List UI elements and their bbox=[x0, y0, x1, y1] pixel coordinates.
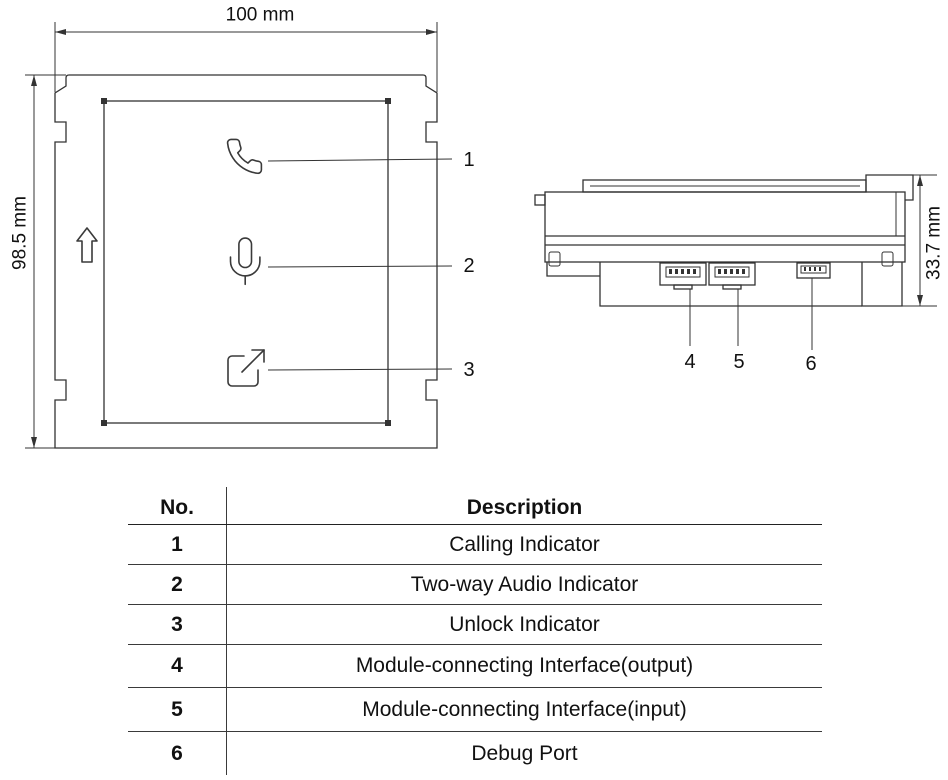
connector-pin bbox=[736, 269, 739, 274]
microphone-icon bbox=[231, 238, 260, 284]
row-description: Calling Indicator bbox=[449, 532, 600, 556]
header-no: No. bbox=[128, 487, 227, 524]
connector-socket bbox=[800, 265, 827, 274]
row-description: Module-connecting Interface(input) bbox=[362, 697, 687, 721]
header-description: Description bbox=[466, 495, 583, 519]
table-row: 6 Debug Port bbox=[128, 732, 822, 775]
unlock-icon-box bbox=[228, 356, 258, 386]
connector-pin bbox=[693, 269, 696, 274]
front-view-outline bbox=[54, 74, 438, 449]
panel-corner-mark bbox=[101, 98, 107, 104]
side-left-tab bbox=[534, 194, 546, 206]
table-row: 4 Module-connecting Interface(output) bbox=[128, 645, 822, 688]
connector-board bbox=[599, 262, 862, 307]
callout-leader-line bbox=[267, 265, 453, 268]
phone-icon-shape bbox=[228, 139, 262, 173]
width-dimension: 100 mm bbox=[54, 5, 438, 92]
callout-leader-line bbox=[267, 158, 453, 162]
row-number: 2 bbox=[128, 565, 227, 604]
dimension-arrow bbox=[55, 29, 66, 35]
connector-pin bbox=[724, 269, 727, 274]
connector-pin bbox=[669, 269, 672, 274]
panel-corner-mark bbox=[385, 98, 391, 104]
microphone-capsule bbox=[239, 238, 252, 267]
dimension-arrow bbox=[917, 295, 923, 306]
dimension-arrow bbox=[917, 175, 923, 186]
connector-pin bbox=[814, 267, 816, 271]
connector-pin bbox=[804, 267, 806, 271]
side-view: 4 5 6 33.7 mm bbox=[534, 174, 945, 375]
row-number: 4 bbox=[128, 645, 227, 687]
description-table: No. Description 1 Calling Indicator 2 Tw… bbox=[128, 487, 822, 775]
side-left-clip bbox=[548, 251, 561, 267]
connector-housing bbox=[796, 262, 831, 279]
connector-pin bbox=[819, 267, 821, 271]
table-row: 1 Calling Indicator bbox=[128, 525, 822, 565]
table-row: 3 Unlock Indicator bbox=[128, 605, 822, 645]
connector-debug bbox=[796, 262, 831, 279]
height-dimension: 98.5 mm bbox=[10, 74, 66, 449]
unlock-icon-arrow bbox=[242, 350, 264, 372]
row-number: 3 bbox=[128, 605, 227, 644]
connector-socket bbox=[665, 266, 701, 278]
connector-pin bbox=[742, 269, 745, 274]
side-right-flange bbox=[865, 174, 914, 201]
connector-pin bbox=[718, 269, 721, 274]
dimension-arrow bbox=[31, 437, 37, 448]
width-dimension-label: 100 mm bbox=[226, 5, 295, 26]
row-number: 1 bbox=[128, 525, 227, 564]
module-drawing: 100 mm 98.5 mm bbox=[10, 5, 945, 449]
table-header-row: No. Description bbox=[128, 487, 822, 525]
side-right-foot bbox=[861, 262, 903, 307]
table-row: 5 Module-connecting Interface(input) bbox=[128, 688, 822, 732]
front-view: 100 mm 98.5 mm bbox=[10, 5, 475, 449]
connector-pin bbox=[687, 269, 690, 274]
connector-latch bbox=[673, 284, 693, 290]
side-left-foot bbox=[546, 262, 600, 277]
callout-label-output: 4 bbox=[684, 351, 695, 373]
connector-output bbox=[659, 262, 707, 290]
callout-leader-line bbox=[267, 368, 453, 371]
height-dimension-label: 98.5 mm bbox=[10, 196, 31, 270]
connector-pin bbox=[681, 269, 684, 274]
phone-icon bbox=[228, 139, 262, 173]
connector-input bbox=[708, 262, 756, 290]
unlock-icon bbox=[228, 350, 264, 386]
connector-latch bbox=[722, 284, 742, 290]
side-right-clip bbox=[881, 251, 894, 267]
panel-corner-mark bbox=[385, 420, 391, 426]
callout-label-unlock: 3 bbox=[463, 359, 474, 381]
connector-socket bbox=[714, 266, 750, 278]
row-number: 6 bbox=[128, 732, 227, 775]
callout-label-debug: 6 bbox=[805, 353, 816, 375]
row-description: Module-connecting Interface(output) bbox=[355, 654, 694, 677]
row-description: Debug Port bbox=[471, 741, 578, 765]
row-description: Unlock Indicator bbox=[449, 612, 600, 636]
depth-dimension-label: 33.7 mm bbox=[924, 206, 945, 280]
dimension-arrow bbox=[426, 29, 437, 35]
connector-pin bbox=[675, 269, 678, 274]
dimension-arrow bbox=[31, 75, 37, 86]
panel-corner-mark bbox=[101, 420, 107, 426]
inner-panel bbox=[103, 100, 389, 424]
row-number: 5 bbox=[128, 688, 227, 731]
depth-dimension: 33.7 mm bbox=[902, 174, 945, 307]
connector-pin bbox=[730, 269, 733, 274]
callout-label-input: 5 bbox=[733, 351, 744, 373]
callout-label-calling: 1 bbox=[463, 149, 474, 171]
up-arrow-icon bbox=[76, 227, 98, 263]
row-description: Two-way Audio Indicator bbox=[410, 572, 639, 596]
table-row: 2 Two-way Audio Indicator bbox=[128, 565, 822, 605]
side-main-body bbox=[544, 191, 906, 263]
microphone-holder bbox=[231, 257, 260, 276]
callout-label-audio: 2 bbox=[463, 255, 474, 277]
connector-pin bbox=[809, 267, 811, 271]
